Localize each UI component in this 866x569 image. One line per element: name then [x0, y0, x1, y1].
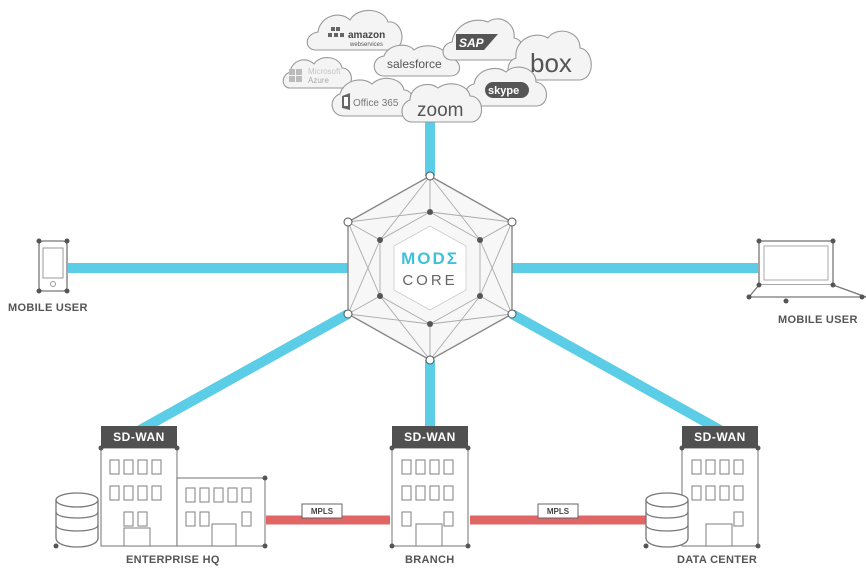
- link-core-hq: [137, 309, 351, 435]
- zoom-label: zoom: [417, 100, 463, 121]
- hexagon-vertices: [343, 171, 517, 365]
- amazon-label: amazon: [348, 30, 385, 41]
- mpls-tag-right: MPLS: [537, 503, 579, 519]
- database-icon: [645, 492, 689, 548]
- dc-windows: [691, 459, 744, 547]
- box-label: box: [530, 48, 572, 78]
- branch-windows: [401, 459, 454, 547]
- windows-logo-icon: [289, 69, 302, 82]
- core-hexagon: MODΣ CORE: [343, 171, 517, 365]
- database-icon: [55, 492, 99, 548]
- laptop-icon: [746, 238, 866, 304]
- enterprise-hq-label: ENTERPRISE HQ: [126, 554, 220, 566]
- office-logo-icon: [342, 93, 350, 110]
- cloud-sap: SAP: [442, 18, 524, 61]
- amazon-sub-label: webservices: [349, 42, 383, 48]
- site-data-center: SD-WAN DATA CENTER: [643, 426, 761, 566]
- site-branch: SD-WAN BRANCH: [389, 426, 471, 566]
- sdwan-badge-branch: SD-WAN: [392, 426, 468, 448]
- mobile-user-right: MOBILE USER: [746, 238, 866, 326]
- core-links: [68, 118, 758, 435]
- data-center-label: DATA CENTER: [677, 554, 757, 566]
- hexagon-center-panel: [393, 225, 467, 311]
- smartphone-icon: [36, 238, 70, 294]
- mpls-tag-left-text: MPLS: [311, 507, 334, 516]
- mobile-user-right-label: MOBILE USER: [778, 314, 858, 326]
- azure-line2: Azure: [308, 76, 329, 85]
- link-core-dc: [509, 309, 723, 435]
- skype-label: skype: [488, 85, 519, 97]
- sdwan-badge-hq: SD-WAN: [101, 426, 177, 448]
- hq-windows: [109, 459, 252, 547]
- sap-logo-icon: [456, 34, 498, 50]
- cloud-zoom: zoom: [401, 83, 483, 123]
- azure-line1: Microsoft: [308, 67, 341, 76]
- cloud-skype: skype: [464, 66, 548, 107]
- mobile-user-left: MOBILE USER: [8, 238, 88, 314]
- branch-label: BRANCH: [405, 554, 454, 566]
- site-enterprise-hq: SD-WAN ENTERPRISE HQ: [53, 426, 268, 566]
- office365-label: Office 365: [353, 98, 399, 109]
- mpls-tag-right-text: MPLS: [547, 507, 570, 516]
- sdwan-badge-dc-text: SD-WAN: [694, 430, 746, 444]
- core-brand-line1: MODΣ: [401, 249, 459, 268]
- mobile-user-left-label: MOBILE USER: [8, 302, 88, 314]
- sdwan-badge-dc: SD-WAN: [682, 426, 758, 448]
- sdwan-badge-hq-text: SD-WAN: [113, 430, 165, 444]
- cloud-box: box: [507, 30, 592, 81]
- cloud-cluster: Microsoft Azure amazon webservices sales…: [282, 9, 592, 123]
- cloud-office365: Office 365: [331, 77, 415, 117]
- cloud-salesforce: salesforce: [373, 44, 461, 77]
- mpls-tag-left: MPLS: [301, 503, 343, 519]
- aws-cubes-icon: [328, 27, 344, 37]
- cloud-amazon: amazon webservices: [306, 9, 403, 51]
- sap-label: SAP: [459, 36, 485, 50]
- core-brand-line2: CORE: [402, 272, 457, 289]
- skype-logo-bg: [485, 82, 529, 98]
- cloud-azure: Microsoft Azure: [282, 57, 352, 89]
- salesforce-label: salesforce: [387, 57, 442, 71]
- sdwan-badge-branch-text: SD-WAN: [404, 430, 456, 444]
